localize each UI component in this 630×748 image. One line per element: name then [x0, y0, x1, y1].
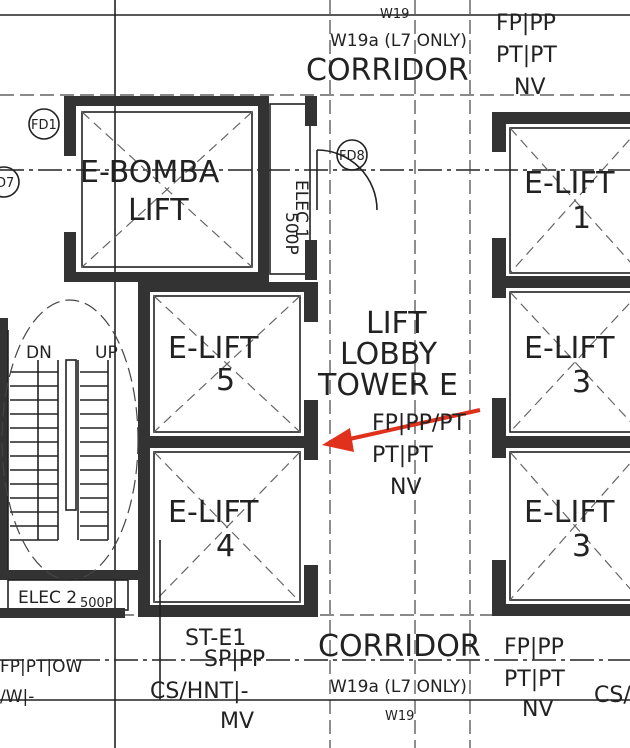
service-tag-bot-2: PT|PT	[504, 667, 565, 692]
stair-up-label: UP	[95, 343, 118, 363]
elec2-room	[0, 540, 161, 700]
lift1-number: 1	[572, 201, 591, 236]
lift5-number: 5	[216, 363, 235, 398]
annotation-arrow	[322, 408, 481, 452]
lift4-label: E-LIFT	[168, 495, 259, 530]
fd7-tag: D7	[0, 166, 20, 198]
lift4-number: 4	[216, 529, 235, 564]
lift-bank-right	[492, 112, 630, 616]
bomba-lift-shaft	[64, 96, 269, 282]
service-tag-mid-2: PT|PT	[372, 443, 433, 468]
stair-dn-label: DN	[26, 343, 52, 363]
elec1-size-label: 500P	[281, 212, 301, 255]
fd1-tag: FD1	[28, 108, 60, 140]
service-tag-cs-right: CS/	[594, 683, 630, 708]
lift-bank-left	[138, 282, 318, 617]
service-tag-mv: MV	[220, 709, 254, 734]
svg-text:FD8: FD8	[339, 149, 365, 164]
svg-text:D7: D7	[0, 176, 14, 191]
lift-lobby-label-3: TOWER E	[317, 368, 458, 403]
corridor-bottom-label: CORRIDOR	[318, 629, 481, 664]
service-tag-bot-1: FP|PP	[504, 635, 564, 660]
lift1-label: E-LIFT	[524, 166, 615, 201]
left-tag-w: /W|-	[0, 687, 34, 707]
service-tag-top-1: FP|PP	[496, 11, 556, 36]
elec2-size-label: 500P	[80, 596, 113, 611]
stair-st-e1	[0, 299, 140, 581]
lift3b-number: 3	[572, 529, 591, 564]
elec2-label: ELEC 2	[18, 588, 77, 608]
fd8-tag: FD8	[336, 139, 368, 171]
lift-lobby-label-1: LIFT	[366, 306, 427, 341]
wall-tag-w19a-top: W19a (L7 ONLY)	[330, 31, 467, 51]
wall-tag-w19-top: W19	[380, 7, 409, 22]
elec1-label: ELEC 1	[291, 180, 311, 239]
corridor-top-label: CORRIDOR	[306, 53, 469, 88]
service-tag-sp-pp: SP|PP	[204, 647, 265, 672]
stair-label: ST-E1	[185, 626, 246, 651]
service-tag-top-2: PT|PT	[496, 43, 557, 68]
bomba-lift-label-1: E-BOMBA	[80, 155, 220, 190]
service-tag-top-3: NV	[514, 75, 546, 100]
wall-tag-w19a-bot: W19a (L7 ONLY)	[330, 677, 467, 697]
service-tag-mid-1: FP|PP/PT	[372, 411, 467, 436]
lift3a-label: E-LIFT	[524, 331, 615, 366]
lift3b-label: E-LIFT	[524, 495, 615, 530]
svg-text:FD1: FD1	[31, 118, 57, 133]
lift-lobby-label-2: LOBBY	[340, 337, 438, 372]
lift3a-number: 3	[572, 365, 591, 400]
service-tag-bot-3: NV	[522, 697, 554, 722]
lift5-label: E-LIFT	[168, 331, 259, 366]
service-tag-cs-hnt: CS/HNT|-	[150, 679, 249, 704]
bomba-lift-label-2: LIFT	[128, 193, 189, 228]
left-tag-fp-pt: FP|PT|OW	[0, 657, 83, 677]
wall-tag-w19-bot: W19	[385, 709, 414, 724]
service-tag-mid-3: NV	[390, 475, 422, 500]
